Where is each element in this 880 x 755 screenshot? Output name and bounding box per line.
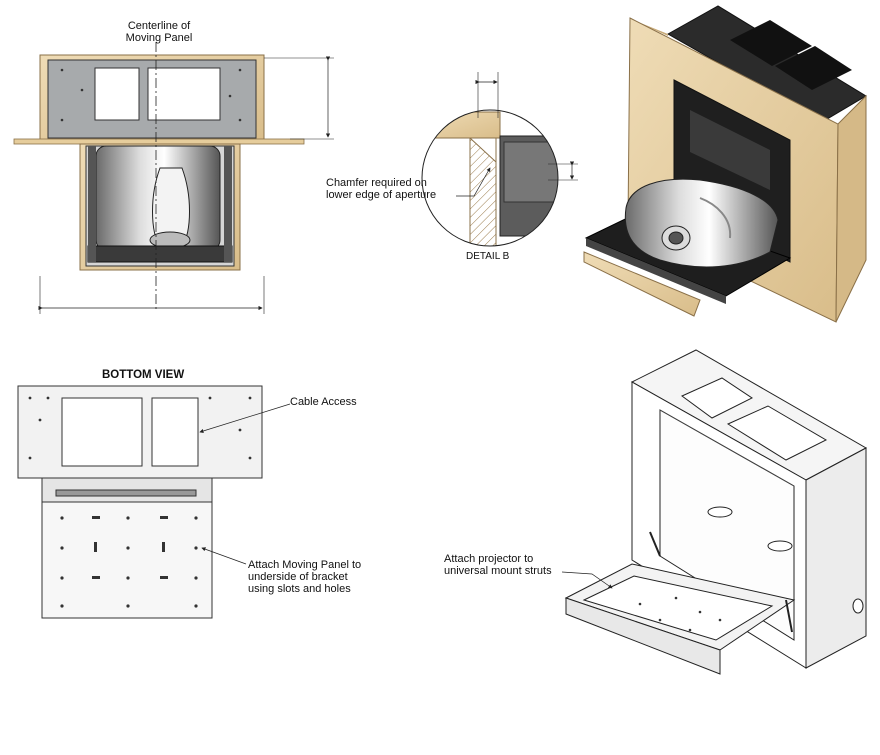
frame-tray-front: [565, 597, 721, 675]
bottom-panel-holes: [28, 396, 252, 460]
detail-b: [421, 72, 578, 247]
bottom-slot-holes: [60, 516, 198, 608]
front-mount-bracket: [87, 245, 233, 263]
centerline-label-line2: Moving Panel: [125, 32, 193, 44]
chamfer-leader: [456, 167, 491, 197]
front-shelf-board: [13, 138, 305, 145]
chamfer-note: Chamfer required on lower edge of apertu…: [326, 177, 436, 201]
bottom-view-title: BOTTOM VIEW: [102, 369, 185, 381]
detail-chamfer: [468, 137, 497, 164]
attach-panel-note: Attach Moving Panel to underside of brac…: [248, 559, 361, 595]
centerline-label: Centerline of Moving Panel: [104, 20, 214, 44]
front-cutout-right: [147, 67, 221, 121]
bottom-moving-panel: [41, 501, 213, 619]
detail-metal-inner: [503, 141, 558, 203]
front-panel-holes: [60, 68, 242, 122]
attach-projector-leader: [561, 571, 613, 589]
front-side-strut-left: [88, 146, 96, 262]
detail-circle: [421, 109, 559, 247]
bottom-view: [17, 385, 291, 619]
chamfer-note-line1: Chamfer required on: [326, 177, 427, 189]
bottom-cutout-left: [61, 397, 143, 467]
bottom-cutout-right: [151, 397, 199, 467]
chamfer-note-line2: lower edge of aperture: [326, 189, 437, 201]
front-cutout-left: [94, 67, 140, 121]
iso-metal-frame: [561, 349, 868, 675]
detail-b-title: DETAIL B: [466, 251, 510, 262]
attach-projector-line2: universal mount struts: [444, 565, 552, 577]
attach-panel-line2: underside of bracket: [248, 571, 348, 583]
cable-access-leader: [199, 403, 291, 433]
cabinet-projector: [624, 178, 779, 268]
attach-panel-line3: using slots and holes: [248, 583, 351, 595]
frame-side: [805, 447, 867, 669]
front-side-strut-right: [224, 146, 232, 262]
attach-panel-line1: Attach Moving Panel to: [248, 559, 362, 571]
attach-projector-line1: Attach projector to: [444, 553, 534, 565]
attach-projector-note: Attach projector to universal mount stru…: [444, 553, 552, 577]
iso-wood-cabinet: [583, 5, 867, 323]
cabinet-wood-side: [835, 94, 867, 323]
centerline-label-line1: Centerline of: [127, 20, 191, 32]
attach-panel-leader: [201, 547, 247, 565]
cable-access-label: Cable Access: [290, 396, 357, 408]
cabinet-moving-panel: [583, 251, 701, 317]
front-view: [13, 42, 334, 314]
detail-wood-top: [422, 111, 501, 139]
